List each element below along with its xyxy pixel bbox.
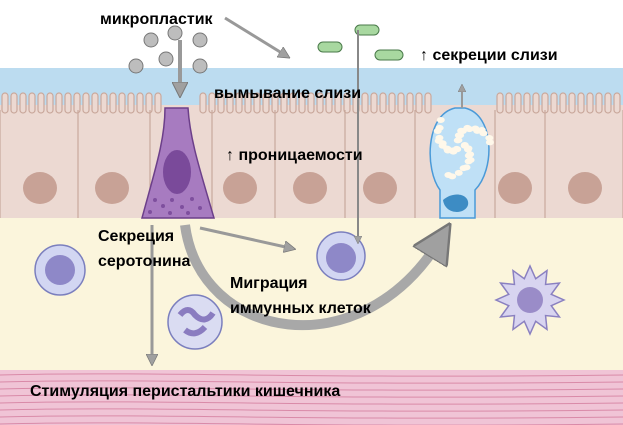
label-mucus-washout: вымывание слизи [214,85,361,102]
immune-cells [34,231,566,350]
label-immune-1: Миграция [230,275,308,292]
label-immune-2: иммунных клеток [230,300,372,317]
label-serotonin-2: серотонина [98,253,191,270]
enteroendocrine-cell [141,107,216,219]
microplastic-particles [128,25,208,74]
label-peristalsis: Стимуляция перистальтики кишечника [30,383,340,400]
goblet-cell [429,107,494,219]
label-serotonin-1: Секреция [98,228,174,245]
bacteria [317,24,404,61]
label-permeability: ↑ проницаемости [226,147,363,164]
epithelium [0,92,623,218]
muscle-layer [0,370,623,425]
arrows [152,16,462,360]
label-mucus-secretion: ↑ секреции слизи [420,47,558,64]
label-microplastic: микропластик [100,11,214,28]
